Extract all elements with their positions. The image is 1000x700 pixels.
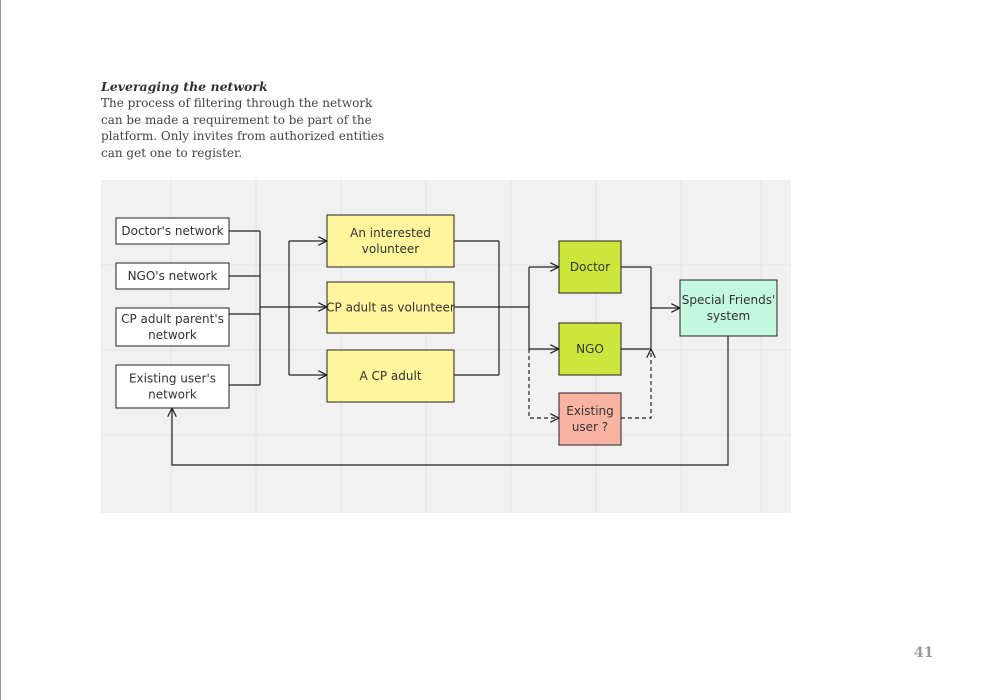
node-box [115,262,230,290]
node-box [115,364,230,409]
node-label: Existing [566,404,614,418]
node-box [558,322,622,376]
node-cp-adult-volunteer: CP adult as volunteer [326,281,455,334]
node-label: Special Friends' [682,293,776,307]
node-label: Doctor [570,260,610,274]
node-label: network [148,328,197,342]
node-box [326,281,455,334]
node-label: system [707,309,750,323]
node-box [558,392,622,446]
feedback-arrow-line [172,336,729,466]
body-line: platform. Only invites from authorized e… [101,129,385,143]
node-label: user ? [572,420,608,434]
node-label: volunteer [362,242,419,256]
node-cp-adult: A CP adult [326,349,455,403]
node-label: NGO [576,342,604,356]
node-existing-user-network: Existing user's network [115,364,230,409]
node-label: Existing user's [129,372,216,386]
node-label: A CP adult [359,369,421,383]
node-existing-user: Existing user ? [558,392,622,446]
node-doctor: Doctor [558,240,622,294]
node-interested-volunteer: An interested volunteer [326,214,455,268]
node-label: CP adult as volunteer [326,301,455,315]
page-number: 41 [914,645,934,661]
node-doctors-network: Doctor's network [115,217,230,245]
node-box [115,217,230,245]
node-label: An interested [350,226,431,240]
node-box [558,240,622,294]
page-edge [0,0,1,700]
node-label: Doctor's network [121,224,223,238]
node-ngos-network: NGO's network [115,262,230,290]
body-line: The process of filtering through the net… [101,96,373,110]
node-label: CP adult parent's [121,312,224,326]
body-line: can get one to register. [101,145,243,160]
node-box [115,307,230,347]
node-label: network [148,388,197,402]
node-ngo: NGO [558,322,622,376]
dashed-arrow-line [528,349,558,418]
connector-lines [172,230,729,466]
node-box [326,349,455,403]
node-special-friends: Special Friends' system [679,279,778,337]
node-box [326,214,455,268]
dashed-arrow-line [621,350,651,419]
section-heading: Leveraging the network [101,79,268,94]
node-box [679,279,778,337]
node-cp-parent-network: CP adult parent's network [115,307,230,347]
body-line: can be made a requirement to be part of … [101,112,372,127]
node-label: NGO's network [128,269,218,283]
text-block: Leveraging the network The process of fi… [101,78,401,161]
